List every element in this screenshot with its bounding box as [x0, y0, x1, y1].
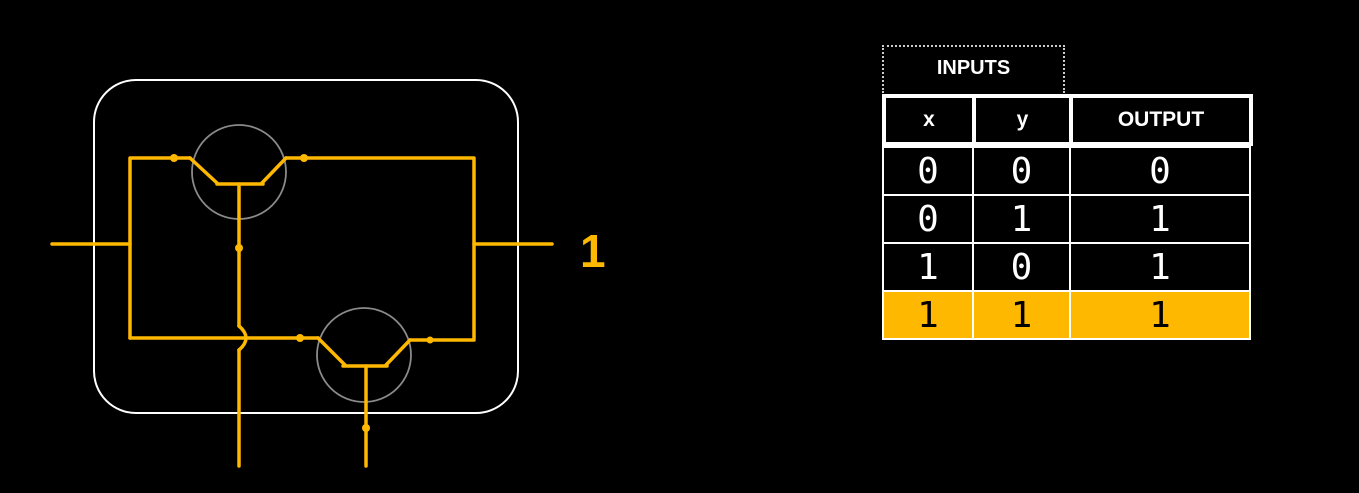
header-x: x [882, 94, 976, 146]
top-bus-wire [284, 156, 476, 340]
row-2-x: 0 [882, 194, 974, 244]
header-y: y [972, 94, 1073, 146]
transistor-2-ring [316, 307, 412, 403]
left-bus-wire [128, 156, 176, 340]
gate-frame [93, 79, 519, 414]
row-2-y: 1 [972, 194, 1071, 244]
row-3-y: 0 [972, 242, 1071, 292]
row-1-y: 0 [972, 146, 1071, 196]
header-output: OUTPUT [1069, 94, 1253, 146]
inputs-group-header: INPUTS [882, 45, 1065, 93]
row-3-x: 1 [882, 242, 974, 292]
junction-dots [170, 154, 434, 432]
row-4-output: 1 [1069, 290, 1251, 340]
row-4-y: 1 [972, 290, 1071, 340]
row-4-x: 1 [882, 290, 974, 340]
circuit-wires [50, 156, 554, 468]
row-1-output: 0 [1069, 146, 1251, 196]
row-2-output: 1 [1069, 194, 1251, 244]
output-value: 1 [580, 225, 606, 277]
row-1-x: 0 [882, 146, 974, 196]
truth-table: x y OUTPUT 0 0 0 0 1 1 1 0 1 1 1 1 [882, 94, 1253, 340]
row-3-output: 1 [1069, 242, 1251, 292]
